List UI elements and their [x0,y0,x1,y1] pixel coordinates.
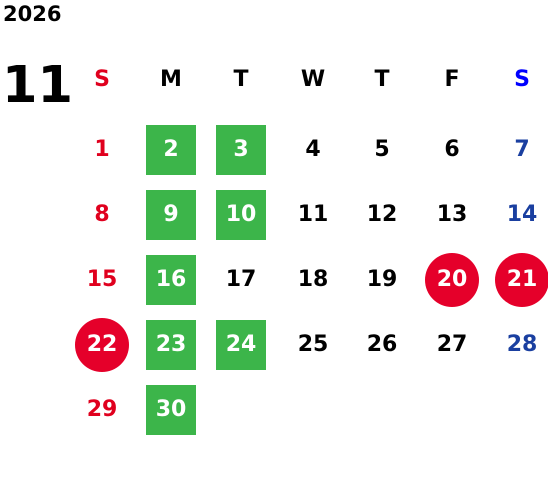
weekday-mon: M [160,67,182,92]
day-4[interactable]: 4 [305,137,321,162]
day-16[interactable]: 16 [146,255,196,305]
year-label: 2026 [3,2,62,26]
day-9[interactable]: 9 [146,190,196,240]
day-12[interactable]: 12 [366,202,398,227]
weekday-wed: W [300,67,326,92]
day-15[interactable]: 15 [86,267,118,292]
weekday-tue: T [233,67,249,92]
day-1[interactable]: 1 [94,137,110,162]
day-5[interactable]: 5 [374,137,390,162]
month-number: 11 [2,56,73,115]
weekday-sun: S [94,67,110,92]
day-10[interactable]: 10 [216,190,266,240]
weekday-fri: F [444,67,460,92]
day-13[interactable]: 13 [436,202,468,227]
day-26[interactable]: 26 [366,332,398,357]
day-27[interactable]: 27 [436,332,468,357]
day-3[interactable]: 3 [216,125,266,175]
day-21[interactable]: 21 [495,253,548,307]
day-20[interactable]: 20 [425,253,479,307]
day-17[interactable]: 17 [225,267,257,292]
day-28[interactable]: 28 [506,332,538,357]
day-19[interactable]: 19 [366,267,398,292]
weekday-thu: T [374,67,390,92]
day-22[interactable]: 22 [75,318,129,372]
day-29[interactable]: 29 [86,397,118,422]
day-8[interactable]: 8 [94,202,110,227]
day-30[interactable]: 30 [146,385,196,435]
day-23[interactable]: 23 [146,320,196,370]
day-18[interactable]: 18 [297,267,329,292]
day-24[interactable]: 24 [216,320,266,370]
day-6[interactable]: 6 [444,137,460,162]
day-2[interactable]: 2 [146,125,196,175]
day-7[interactable]: 7 [514,137,530,162]
day-11[interactable]: 11 [297,202,329,227]
weekday-sat: S [514,67,530,92]
day-25[interactable]: 25 [297,332,329,357]
day-14[interactable]: 14 [506,202,538,227]
